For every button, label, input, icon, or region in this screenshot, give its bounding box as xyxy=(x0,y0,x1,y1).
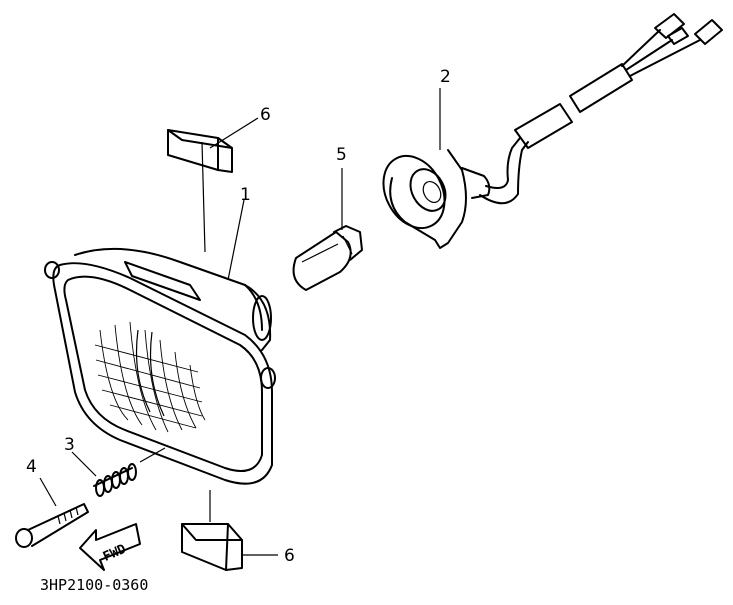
callout-2: 2 xyxy=(440,67,451,87)
callout-5: 5 xyxy=(336,145,347,165)
callout-6-bottom: 6 xyxy=(284,546,295,566)
callout-4: 4 xyxy=(26,457,37,477)
leader-lines xyxy=(39,88,441,556)
adjusting-screw xyxy=(15,503,89,548)
bulb xyxy=(292,225,363,291)
fwd-label: FWD xyxy=(101,542,129,565)
adjusting-spring xyxy=(93,463,137,497)
forward-direction-arrow: FWD xyxy=(79,523,141,571)
lens-pattern xyxy=(94,321,206,433)
callout-6-top: 6 xyxy=(260,105,271,125)
bulb-socket-harness xyxy=(382,13,723,249)
callout-3: 3 xyxy=(64,435,75,455)
damper-pad-top xyxy=(167,129,233,173)
callout-1: 1 xyxy=(240,185,251,205)
damper-pad-bottom xyxy=(181,523,243,571)
headlight-unit xyxy=(44,247,276,485)
diagram-code: 3HP2100-0360 xyxy=(40,576,148,594)
